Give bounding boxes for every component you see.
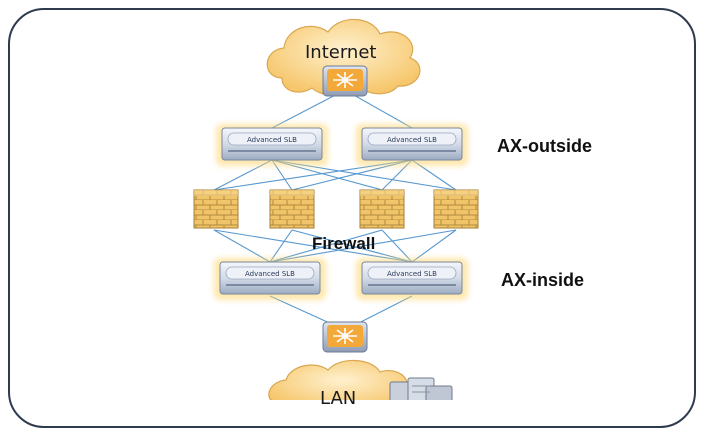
firewall-4-icon	[433, 189, 479, 229]
firewall-2-icon	[269, 189, 315, 229]
lan-router-icon	[322, 321, 368, 353]
ax-outside-slb-right: Advanced SLB	[356, 124, 468, 166]
ax-outside-label: AX-outside	[497, 136, 593, 156]
slb-label: Advanced SLB	[387, 270, 437, 278]
internet-router-icon	[322, 65, 368, 97]
network-diagram: Advanced SLB Advanced SLB Advanced SLB	[193, 18, 479, 400]
internet-label: Internet	[305, 42, 377, 63]
ax-inside-slb-right: Advanced SLB	[356, 258, 468, 300]
firewall-3-icon	[359, 189, 405, 229]
server-icon	[389, 377, 453, 400]
lan-label: LAN	[320, 388, 357, 409]
slb-label: Advanced SLB	[245, 270, 295, 278]
slb-label: Advanced SLB	[387, 136, 437, 144]
firewall-label: Firewall	[312, 234, 376, 253]
ax-inside-slb-left: Advanced SLB	[214, 258, 326, 300]
ax-outside-slb-left: Advanced SLB	[216, 124, 328, 166]
firewall-1-icon	[193, 189, 239, 229]
ax-inside-label: AX-inside	[501, 270, 585, 290]
slb-label: Advanced SLB	[247, 136, 297, 144]
